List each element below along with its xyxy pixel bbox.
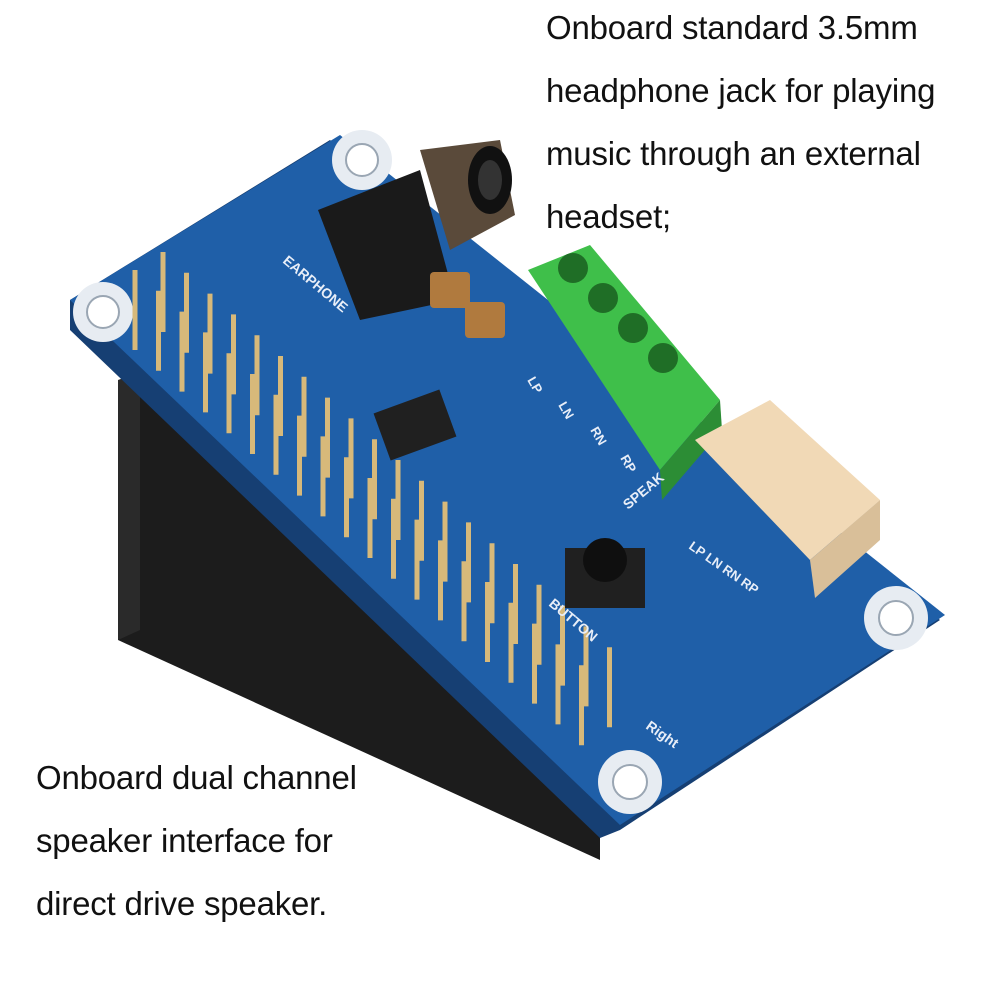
- headphone-jack: [318, 140, 515, 320]
- caption-line: Onboard standard 3.5mm: [546, 9, 918, 46]
- lp-silk-label: LP: [524, 374, 545, 396]
- codec-chip: [373, 389, 457, 461]
- speaker-screw-terminal: [528, 245, 722, 500]
- caption-speaker-interface: Onboard dual channel speaker interface f…: [36, 746, 357, 935]
- caption-line: headphone jack for playing: [546, 72, 936, 109]
- pin-header-block: [118, 380, 600, 860]
- capacitors: [430, 272, 505, 338]
- pcb: [70, 135, 945, 825]
- mounting-holes: [73, 130, 928, 814]
- caption-line: headset;: [546, 198, 672, 235]
- speaker-connector: [695, 400, 880, 598]
- caption-headphone-jack: Onboard standard 3.5mm headphone jack fo…: [546, 0, 935, 248]
- caption-line: Onboard dual channel: [36, 759, 357, 796]
- header-pins: [132, 252, 612, 746]
- caption-line: speaker interface for: [36, 822, 333, 859]
- pin-header-block-side: [118, 372, 140, 640]
- caption-line: music through an external: [546, 135, 921, 172]
- caption-line: direct drive speaker.: [36, 885, 328, 922]
- tactile-button: [565, 538, 645, 608]
